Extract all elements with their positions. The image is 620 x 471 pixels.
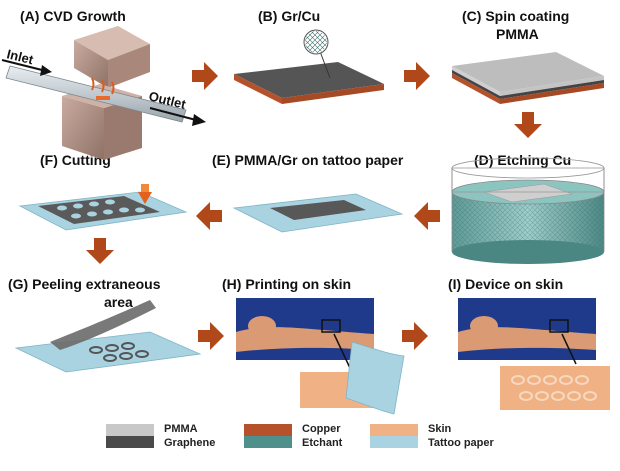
legend-text-graphene: Graphene [164,437,216,449]
legend-text-copper: Copper [302,423,341,435]
legend-swatch-etchant [244,436,292,448]
label-step-b: (B) Gr/Cu [258,8,321,24]
cutting-pattern [18,184,188,231]
arrow-h-to-i [402,322,428,350]
arrow-b-to-c [404,62,430,90]
legend-swatch-tattoo [370,436,418,448]
pmma-gr-cu-slab [452,52,604,104]
legend-swatch-copper [244,424,292,436]
label-step-c-line2: PMMA [496,26,539,42]
label-step-a: (A) CVD Growth [20,8,126,24]
label-step-g-line1: (G) Peeling extraneous [8,276,161,292]
pmma-gr-on-tattoo-paper [232,193,404,233]
label-step-h: (H) Printing on skin [222,276,352,292]
gr-cu-slab [234,29,384,104]
arrow-c-to-d [514,112,542,138]
legend-text-pmma: PMMA [164,423,198,435]
arrow-d-to-e [414,202,440,230]
legend-text-etchant: Etchant [302,437,343,449]
inlet-label: Inlet [5,46,35,67]
device-on-skin [458,298,610,410]
label-step-c-line1: (C) Spin coating [462,8,570,24]
peeling-extraneous-area [14,300,202,373]
arrow-g-to-h [198,322,224,350]
cvd-furnace: Inlet Outlet [1,26,206,160]
arrow-a-to-b [192,62,218,90]
legend-swatch-pmma [106,424,154,436]
printing-on-skin [236,298,405,415]
label-step-e: (E) PMMA/Gr on tattoo paper [212,152,404,168]
legend-swatch-graphene [106,436,154,448]
legend-text-tattoo: Tattoo paper [428,437,494,449]
arrow-f-to-g [86,238,114,264]
etching-beaker [451,157,605,264]
arrow-e-to-f [196,202,222,230]
legend-swatch-skin [370,424,418,436]
label-step-i: (I) Device on skin [448,276,564,292]
label-step-d: (D) Etching Cu [474,152,572,168]
legend-text-skin: Skin [428,423,452,435]
label-step-g-line2: area [104,294,133,310]
legend [106,424,418,448]
